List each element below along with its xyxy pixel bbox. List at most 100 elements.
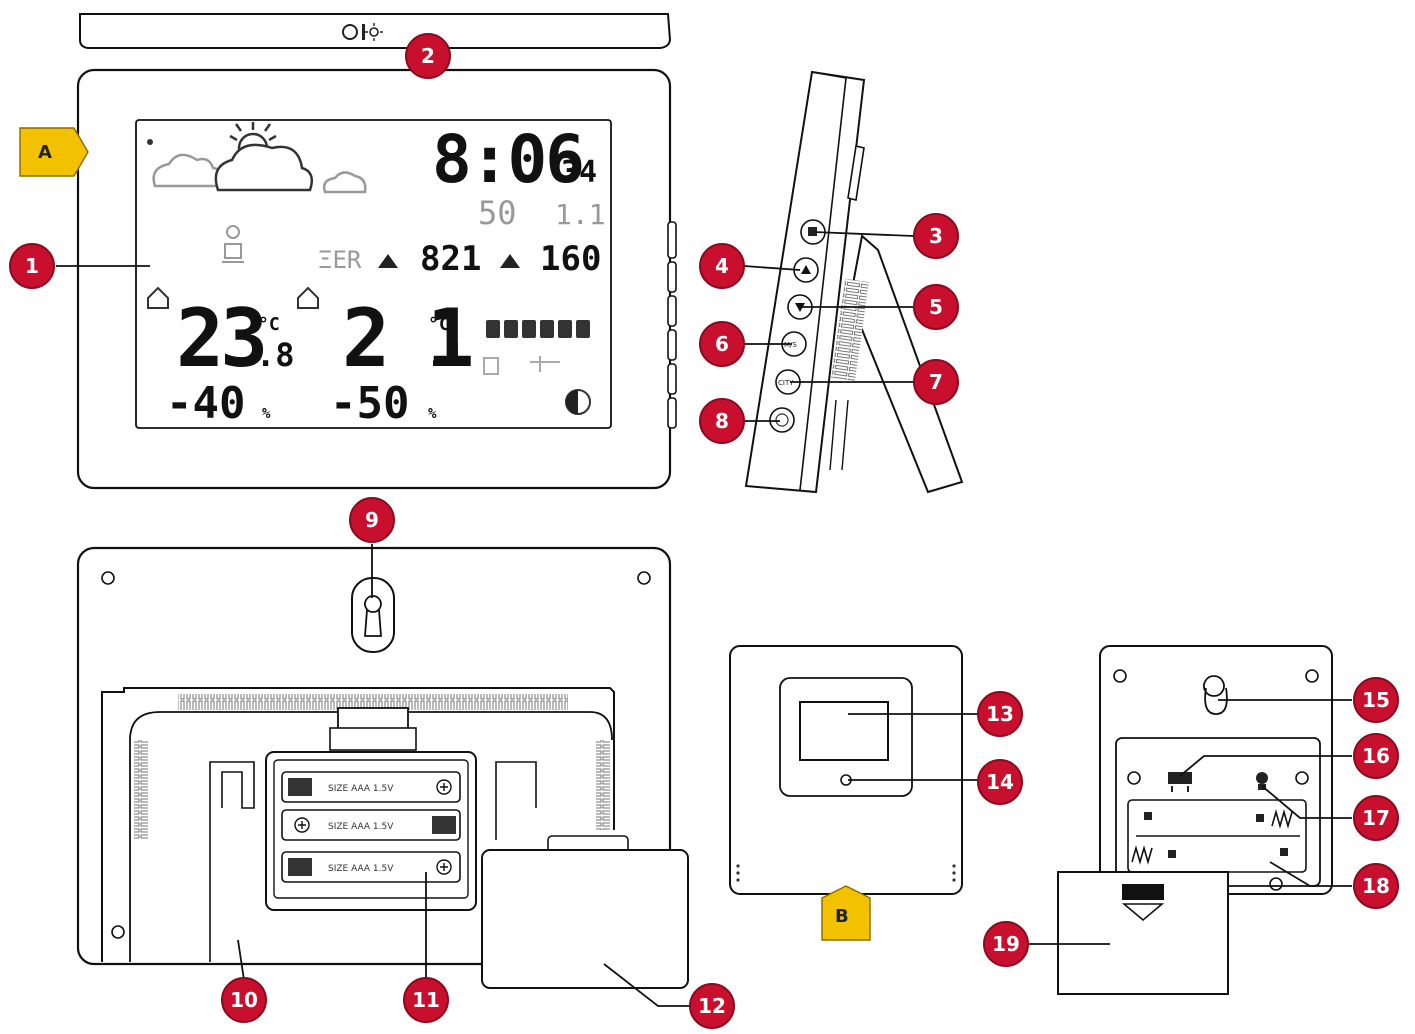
callout-9-badge — [349, 497, 395, 543]
humidity-outdoor: -50 — [330, 378, 409, 429]
callout-14-badge — [977, 759, 1023, 805]
pressure-right: 160 — [540, 239, 601, 279]
side-top-bump — [847, 145, 865, 201]
callout-5: 5 — [913, 284, 959, 330]
sun-icon — [214, 122, 313, 192]
small-indicators — [483, 356, 560, 375]
screw-hole-right — [637, 571, 651, 585]
callout-11: 11 — [403, 977, 449, 1023]
leader-lines — [56, 46, 1352, 1007]
back-view: SIZE AAA 1.5V SIZE AAA 1.5V SIZE AAA 1.5… — [76, 546, 689, 989]
callout-18-badge — [1353, 863, 1399, 909]
callout-13-badge — [977, 691, 1023, 737]
callout-6-badge — [699, 321, 745, 367]
temp-outdoor: 2 1 — [342, 292, 471, 385]
history-bar-graph — [486, 320, 590, 338]
top-snooze-bar — [79, 13, 672, 49]
callout-12-badge — [689, 983, 735, 1029]
set-button[interactable] — [800, 219, 826, 245]
date-left: 50 — [478, 194, 517, 232]
callout-14-label: 14 — [986, 770, 1014, 794]
temp-outdoor-decimal: .1 — [426, 336, 465, 374]
sensor-back — [1057, 645, 1333, 995]
alarm-button[interactable] — [769, 407, 795, 433]
callout-8: 8 — [699, 398, 745, 444]
callout-15-badge — [1353, 677, 1399, 723]
callout-14: 14 — [977, 759, 1023, 805]
callout-11-badge — [403, 977, 449, 1023]
callout-18: 18 — [1353, 863, 1399, 909]
callout-5-label: 5 — [929, 295, 943, 319]
city-button-label: CITY — [778, 379, 794, 387]
callout-13: 13 — [977, 691, 1023, 737]
battery-cover — [481, 835, 689, 989]
callout-16: 16 — [1353, 733, 1399, 779]
callout-4-badge — [699, 243, 745, 289]
pressure-unit: ΞΕR — [318, 246, 362, 274]
callout-2-badge — [405, 33, 451, 79]
battery-1: SIZE AAA 1.5V — [281, 771, 461, 803]
sensor-front — [729, 645, 963, 895]
callout-17-label: 17 — [1362, 806, 1390, 830]
battery-2-label: SIZE AAA 1.5V — [328, 822, 394, 832]
callout-16-label: 16 — [1362, 744, 1390, 768]
callout-3: 3 — [913, 213, 959, 259]
callout-11-label: 11 — [412, 988, 440, 1012]
callout-16-badge — [1353, 733, 1399, 779]
callout-7: 7 — [913, 359, 959, 405]
battery-1-label: SIZE AAA 1.5V — [328, 784, 394, 794]
callout-3-label: 3 — [929, 224, 943, 248]
callout-1: 1 — [9, 243, 55, 289]
callout-1-label: 1 — [25, 254, 39, 278]
temp-indoor-unit: °C — [258, 314, 280, 335]
callout-7-label: 7 — [929, 370, 943, 394]
callout-2: 2 — [405, 33, 451, 79]
callout-2-label: 2 — [421, 44, 435, 68]
side-front-face — [799, 71, 847, 491]
callout-3-badge — [913, 213, 959, 259]
callout-17-badge — [1353, 795, 1399, 841]
sensor-battery-cover — [1057, 871, 1229, 995]
time-seconds: 34 — [561, 155, 597, 190]
side-button-bumps — [667, 221, 677, 429]
up-button[interactable] — [793, 257, 819, 283]
tag-a: A — [19, 127, 89, 177]
callout-7-badge — [913, 359, 959, 405]
side-vent-grille — [831, 278, 869, 382]
back-vents-left — [134, 740, 148, 840]
battery-3: SIZE AAA 1.5V — [281, 851, 461, 883]
snooze-light-icon — [342, 23, 383, 41]
latch-right — [495, 761, 537, 840]
callout-19: 19 — [983, 921, 1029, 967]
callout-17: 17 — [1353, 795, 1399, 841]
home-icon — [147, 286, 169, 309]
side-buttons: M/S CITY — [769, 219, 826, 433]
callout-15-label: 15 — [1362, 688, 1390, 712]
front-view: 8:06 34 50 1.1 ΞΕR 821 160 23 .8 °C 2 1 … — [76, 13, 677, 490]
tx-switch-icon — [1168, 772, 1192, 792]
callout-18-label: 18 — [1362, 874, 1390, 898]
back-vents-top — [178, 694, 568, 710]
tag-a-label: A — [38, 142, 52, 163]
callout-10-label: 10 — [230, 988, 258, 1012]
humidity-indoor: -40 — [166, 378, 245, 429]
outdoor-home-icon — [297, 286, 319, 309]
humidity-indoor-pct: % — [262, 406, 271, 422]
callout-19-badge — [983, 921, 1029, 967]
signal-dot — [147, 139, 153, 145]
inner-panel — [129, 711, 613, 962]
keyhole-hanger — [351, 577, 395, 653]
stand-recess — [101, 687, 615, 962]
callout-15: 15 — [1353, 677, 1399, 723]
side-view: M/S CITY — [744, 70, 964, 494]
ms-button-label: M/S — [784, 341, 797, 349]
callout-4: 4 — [699, 243, 745, 289]
callout-4-label: 4 — [715, 254, 729, 278]
battery-3-label: SIZE AAA 1.5V — [328, 864, 394, 874]
callout-6: 6 — [699, 321, 745, 367]
moon-icon — [565, 389, 591, 415]
date-right: 1.1 — [555, 198, 606, 231]
tag-b: B — [821, 885, 871, 941]
person-icon — [222, 225, 244, 263]
